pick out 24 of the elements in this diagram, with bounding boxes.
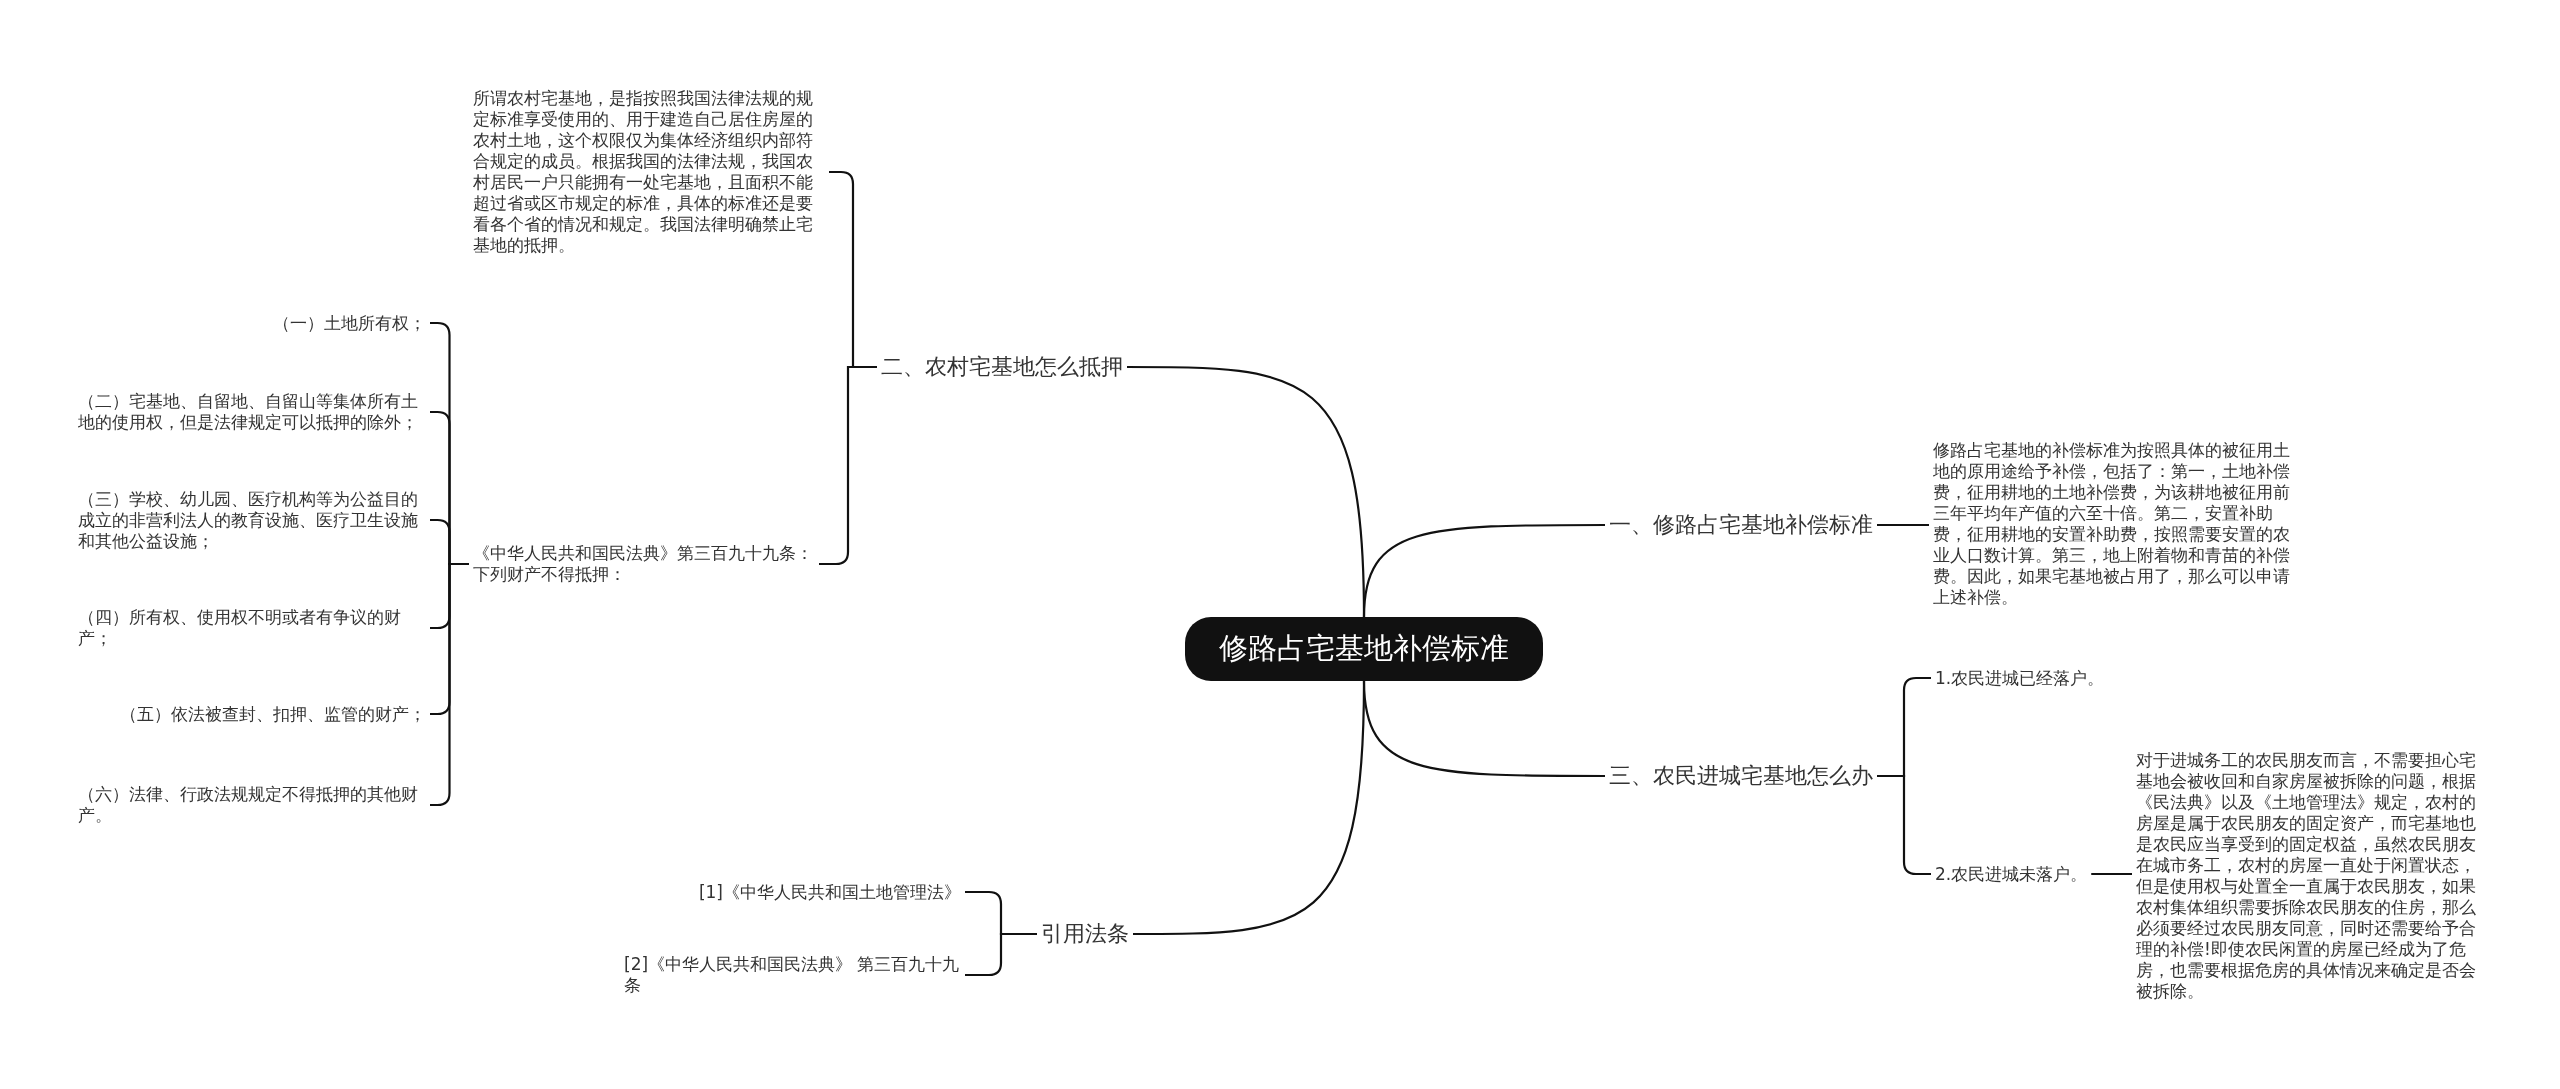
list-item: （一）土地所有权； [269, 309, 430, 337]
connector-line [1127, 365, 1366, 618]
note-text: 《中华人民共和国民法典》第三百九十九条：下列财产不得抵押： [469, 540, 819, 588]
connector-line [1133, 680, 1366, 936]
list-item: （六）法律、行政法规规定不得抵押的其他财产。 [74, 781, 430, 829]
central-topic: 修路占宅基地补偿标准 [1185, 617, 1543, 681]
list-item: （三）学校、幼儿园、医疗机构等为公益目的成立的非营利法人的教育设施、医疗卫生设施和其他公益设施； [74, 485, 430, 555]
note-text: 修路占宅基地的补偿标准为按照具体的被征用土地的原用途给予补偿，包括了：第一，土地补偿费，征用耕地的土地补偿费，为该耕地被征用前三年平均年产值的六至十倍。第二，安置补助费，征用耕地的安置补助费，按照需要安置的农业人口数计算。第三，地上附着物和青苗的补偿费。因此，如果宅基地被占用了，那么可以申请上述补偿。 [1929, 437, 2297, 611]
citation-text: [1]《中华人民共和国土地管理法》 [694, 878, 965, 906]
list-item: （五）依法被查封、扣押、监管的财产； [116, 700, 430, 728]
connector-line [965, 932, 1037, 977]
connector-line [2091, 872, 2132, 876]
topic-label: 引用法条 [1037, 916, 1133, 952]
topic-label: 二、农村宅基地怎么抵押 [877, 349, 1127, 385]
list-item: （四）所有权、使用权不明或者有争议的财产； [74, 604, 430, 652]
connector-line [1877, 523, 1929, 527]
note-text: 对于进城务工的农民朋友而言，不需要担心宅基地会被收回和自家房屋被拆除的问题，根据《民法典》以及《土地管理法》规定，农村的房屋是属于农民朋友的固定资产，而宅基地也是农民应当享受到的固定权益，虽然农民朋友在城市务工，农村的房屋一直处于闲置状态，但是使用权与处置全一直属于农民朋友，如果农村集体组织需要拆除农民朋友的住房，那么必须要经过农民朋友同意，同时还需要给予合理的补偿!即使农民闲置的房屋已经成为了危房，也需要根据危房的具体情况来确定是否会被拆除。 [2132, 747, 2492, 1005]
note-text: 所谓农村宅基地，是指按照我国法律法规的规定标准享受使用的、用于建造自己居住房屋的农村土地，这个权限仅为集体经济组织内部符合规定的成员。根据我国的法律法规，我国农村居民一户只能拥有一处宅基地，且面积不能超过省或区市规定的标准，具体的标准还是要看各个省的情况和规定。我国法律明确禁止宅基地的抵押。 [469, 85, 829, 259]
topic-label: 三、农民进城宅基地怎么办 [1605, 758, 1877, 794]
topic-label: 一、修路占宅基地补偿标准 [1605, 507, 1877, 543]
list-item: 1.农民进城已经落户。 [1931, 664, 2109, 692]
citation-text: [2]《中华人民共和国民法典》 第三百九十九条 [620, 951, 965, 999]
list-item: （二）宅基地、自留地、自留山等集体所有土地的使用权，但是法律规定可以抵押的除外； [74, 388, 430, 436]
list-item: 2.农民进城未落户。 [1931, 860, 2092, 888]
